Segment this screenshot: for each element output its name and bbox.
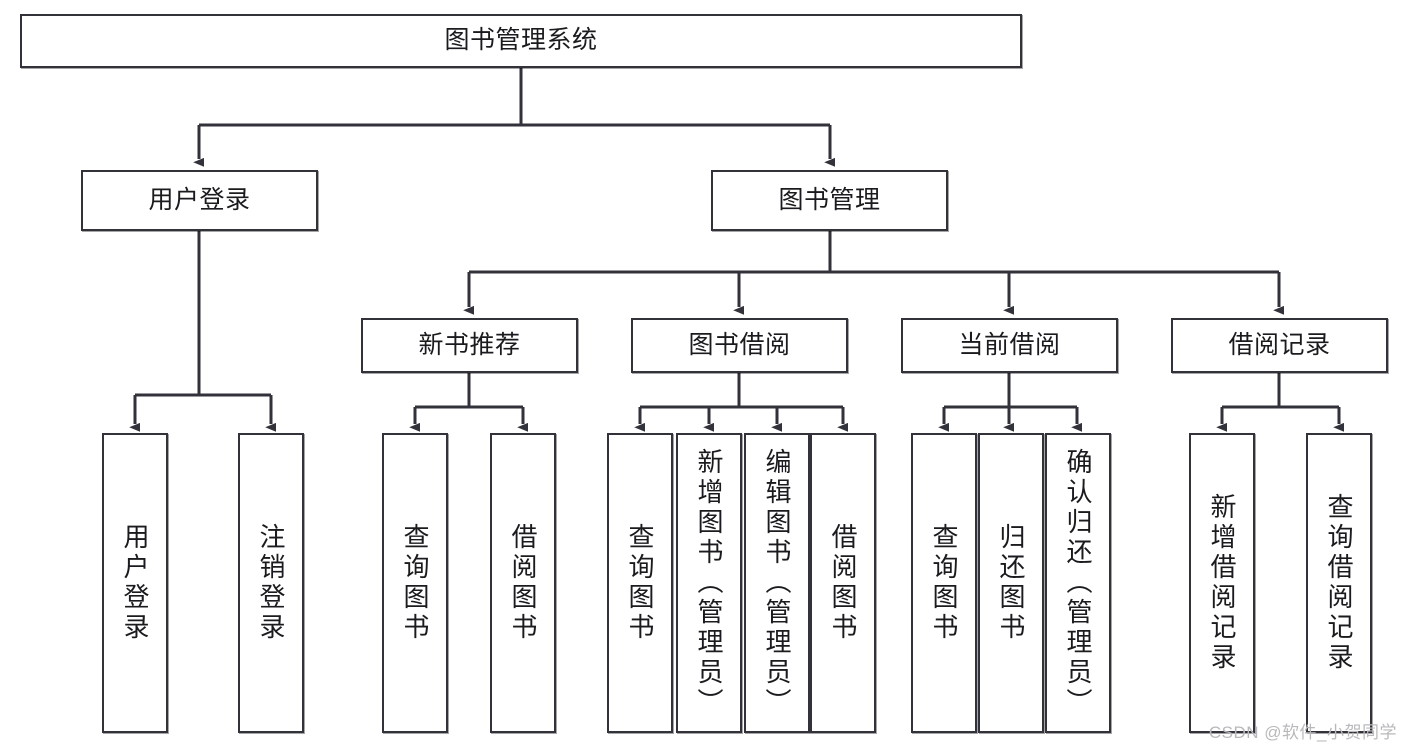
node-leaf-borrow-book-2[interactable]: 借阅图书: [810, 433, 876, 733]
node-leaf-query-book-3-label: 查询图书: [929, 523, 959, 643]
node-leaf-user-login-label: 用户登录: [120, 523, 150, 643]
node-leaf-return-book-label: 归还图书: [996, 523, 1026, 643]
node-current-borrow-label: 当前借阅: [958, 330, 1061, 359]
node-leaf-add-record-label: 新增借阅记录: [1207, 493, 1237, 673]
node-leaf-edit-book[interactable]: 编辑图书（管理员）: [744, 433, 810, 733]
node-user-login-label: 用户登录: [148, 185, 251, 214]
node-leaf-borrow-book-1[interactable]: 借阅图书: [490, 433, 556, 733]
node-new-book-recommend[interactable]: 新书推荐: [361, 318, 578, 373]
node-leaf-add-book[interactable]: 新增图书（管理员）: [676, 433, 742, 733]
node-leaf-query-record[interactable]: 查询借阅记录: [1306, 433, 1372, 733]
node-leaf-confirm-return-label: 确认归还（管理员）: [1063, 448, 1093, 718]
node-book-manage-label: 图书管理: [778, 185, 881, 214]
node-leaf-return-book[interactable]: 归还图书: [978, 433, 1044, 733]
node-root-label: 图书管理系统: [444, 26, 598, 55]
node-leaf-borrow-book-1-label: 借阅图书: [508, 523, 538, 643]
node-leaf-edit-book-label: 编辑图书（管理员）: [762, 448, 792, 718]
node-leaf-add-book-label: 新增图书（管理员）: [694, 448, 724, 718]
node-borrow-record[interactable]: 借阅记录: [1171, 318, 1388, 373]
node-leaf-borrow-book-2-label: 借阅图书: [828, 523, 858, 643]
node-leaf-query-book-2[interactable]: 查询图书: [607, 433, 673, 733]
node-book-borrow-label: 图书借阅: [688, 330, 791, 359]
node-leaf-logout-login[interactable]: 注销登录: [238, 433, 304, 733]
node-leaf-add-record[interactable]: 新增借阅记录: [1189, 433, 1255, 733]
node-leaf-query-book-1-label: 查询图书: [400, 523, 430, 643]
node-leaf-query-book-2-label: 查询图书: [625, 523, 655, 643]
node-leaf-user-login[interactable]: 用户登录: [102, 433, 168, 733]
node-book-manage[interactable]: 图书管理: [711, 170, 948, 231]
node-current-borrow[interactable]: 当前借阅: [901, 318, 1118, 373]
watermark-text: CSDN @软件_小贺同学: [1208, 723, 1397, 742]
node-leaf-logout-login-label: 注销登录: [256, 523, 286, 643]
node-leaf-query-book-1[interactable]: 查询图书: [382, 433, 448, 733]
node-new-book-recommend-label: 新书推荐: [418, 330, 521, 359]
node-leaf-query-record-label: 查询借阅记录: [1324, 493, 1354, 673]
node-root[interactable]: 图书管理系统: [20, 14, 1022, 68]
node-user-login[interactable]: 用户登录: [81, 170, 318, 231]
node-book-borrow[interactable]: 图书借阅: [631, 318, 848, 373]
node-borrow-record-label: 借阅记录: [1228, 330, 1331, 359]
node-leaf-confirm-return[interactable]: 确认归还（管理员）: [1045, 433, 1111, 733]
node-leaf-query-book-3[interactable]: 查询图书: [911, 433, 977, 733]
